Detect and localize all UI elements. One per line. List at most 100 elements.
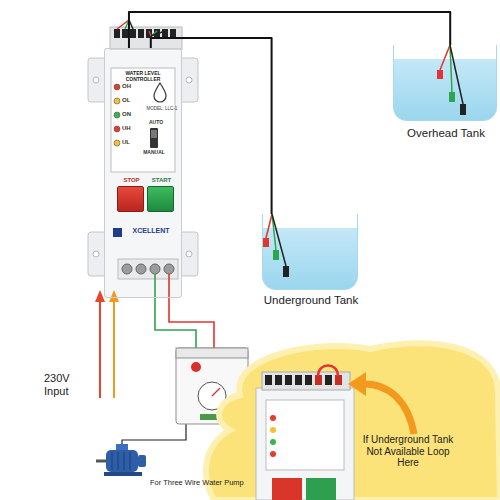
water-pump (106, 450, 138, 472)
start-button: START (147, 186, 174, 212)
probe-lead (149, 31, 151, 36)
controller-inset (270, 415, 276, 421)
power-terminal (122, 264, 132, 274)
controller-body (104, 48, 182, 298)
controller-inset (306, 478, 336, 500)
control-panel (114, 126, 120, 132)
indicator-label: UL (122, 139, 138, 146)
starter-wire (155, 274, 196, 348)
brand-logo (113, 228, 122, 237)
controller-flange (186, 251, 192, 257)
control-panel (154, 83, 166, 102)
controller-inset (262, 372, 350, 390)
callout-note: If Underground Tank Not Available Loop H… (358, 434, 458, 469)
supply-label: 230V Input (44, 372, 92, 397)
motor-starter (176, 348, 248, 358)
terminal-block (146, 29, 152, 38)
probe-lead (151, 31, 157, 36)
terminal-block (154, 29, 160, 38)
terminal-block (130, 29, 136, 38)
controller-flange (186, 77, 192, 83)
controller-flange (93, 251, 99, 257)
controller-inset (318, 366, 338, 377)
terminal-block (138, 29, 144, 38)
input-wire (113, 300, 115, 398)
water-pump (96, 444, 146, 476)
controller-inset (325, 375, 332, 385)
brand-logo (113, 228, 122, 237)
tank-label: Underground Tank (241, 294, 381, 307)
probe-tip (460, 104, 466, 115)
indicator-label: OL (122, 97, 138, 104)
input-wire (95, 290, 119, 398)
control-panel (111, 68, 175, 172)
controller-inset (266, 400, 344, 470)
controller-inset (295, 375, 302, 385)
controller-inset (265, 375, 272, 385)
button-label: START (145, 177, 178, 184)
power-terminal (150, 264, 160, 274)
tank-label: Overhead Tank (374, 127, 500, 140)
pump-label: For Three Wire Water Pump (150, 479, 260, 488)
power-terminal (118, 259, 178, 279)
controller-inset (270, 439, 276, 445)
overhead-tank: Overhead Tank (393, 45, 497, 121)
tank-probe (266, 45, 463, 266)
input-wire (99, 300, 101, 398)
tank-probe (272, 214, 276, 250)
controller-inset (335, 375, 342, 385)
probe-tip (437, 70, 443, 79)
motor-starter (191, 362, 201, 372)
callout-bubble: If Underground Tank Not Available Loop H… (200, 335, 500, 500)
control-panel (114, 112, 120, 118)
water-pump (130, 452, 131, 470)
callout-outline (200, 335, 500, 500)
underground-tank: Underground Tank (262, 214, 358, 290)
probe-tip (263, 238, 269, 247)
wire-connector (129, 12, 450, 48)
terminal-block (162, 29, 168, 38)
water-pump (112, 452, 113, 470)
control-panel (114, 140, 120, 146)
probe-tip (273, 250, 279, 260)
button-label: STOP (115, 177, 148, 184)
callout-arrow (348, 372, 414, 434)
controller-inset (315, 375, 322, 385)
water-pump (116, 444, 128, 451)
water-pump (118, 452, 119, 470)
controller-inset (270, 427, 276, 433)
starter-wire (122, 274, 214, 446)
wire-connector (151, 38, 272, 214)
tank-probe (440, 45, 450, 70)
indicator-label: UH (122, 125, 138, 132)
terminal-block (110, 27, 182, 49)
starter-wire (122, 424, 186, 446)
probe-tip (449, 92, 455, 102)
controller-flange (180, 58, 198, 102)
terminal-block (122, 29, 128, 38)
brand-name: XCELLENT (125, 227, 177, 235)
water-pump (124, 452, 125, 470)
terminal-block (114, 29, 120, 38)
terminal-block (170, 29, 176, 38)
tank-probe (272, 214, 286, 266)
tank-probe (266, 214, 272, 238)
controller-box: WATER LEVEL CONTROLLERMODEL: LLC-1XCELLE… (104, 48, 182, 298)
controller-inset (270, 451, 276, 457)
probe-lead (151, 31, 165, 36)
switch-label: MANUAL (136, 150, 172, 156)
starter-wire (169, 274, 214, 348)
controller-flange (180, 232, 198, 276)
controller-inset (256, 366, 354, 500)
control-panel (114, 98, 120, 104)
control-panel (111, 68, 175, 172)
control-panel (150, 128, 158, 148)
tank-probe (450, 45, 452, 92)
input-wire (109, 290, 119, 302)
probe-lead (129, 20, 133, 29)
indicator-label: ON (122, 111, 138, 118)
